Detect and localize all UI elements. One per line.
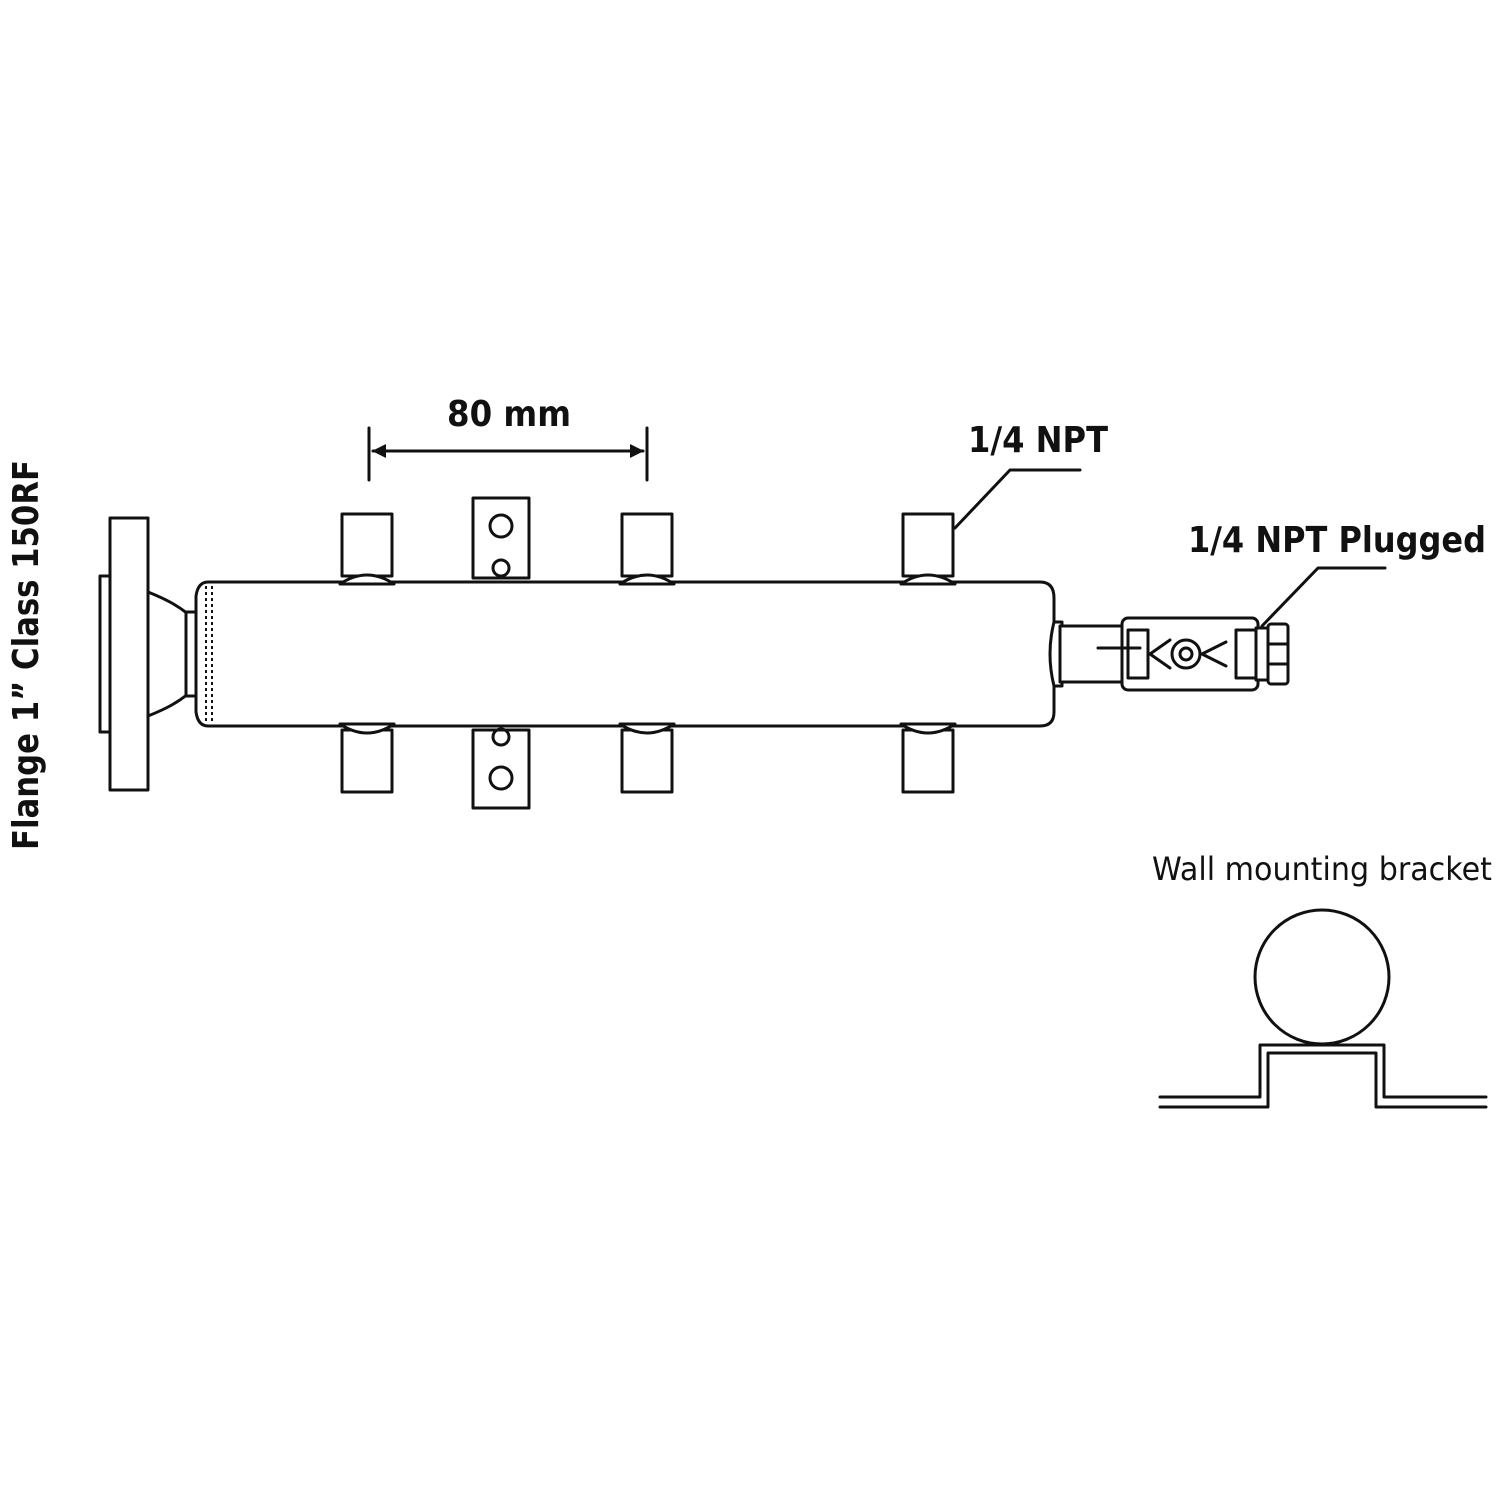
flange-label: Flange 1” Class 150RF [6, 460, 47, 850]
outlet-bottom-2 [618, 722, 676, 794]
dimension-80mm: 80 mm [367, 394, 649, 482]
plugged-callout: 1/4 NPT Plugged [1188, 520, 1486, 628]
manifold-pipe [194, 580, 1056, 728]
outlet-top-1 [338, 512, 396, 586]
bracket-plate-bottom [471, 727, 531, 810]
plugged-label: 1/4 NPT Plugged [1188, 520, 1486, 561]
end-valve [1048, 616, 1290, 692]
bracket-label: Wall mounting bracket [1152, 850, 1492, 888]
outlet-top-3 [899, 512, 957, 586]
bracket-plate-top [471, 496, 531, 580]
outlet-top-2 [618, 512, 676, 586]
outlet-bottom-1 [338, 722, 396, 794]
flange [98, 516, 202, 792]
outlet-bottom-3 [899, 722, 957, 794]
outlet-label: 1/4 NPT [968, 420, 1108, 461]
wall-bracket-detail: Wall mounting bracket [1152, 850, 1492, 1109]
dimension-label: 80 mm [447, 394, 571, 435]
outlet-callout: 1/4 NPT [953, 420, 1108, 530]
